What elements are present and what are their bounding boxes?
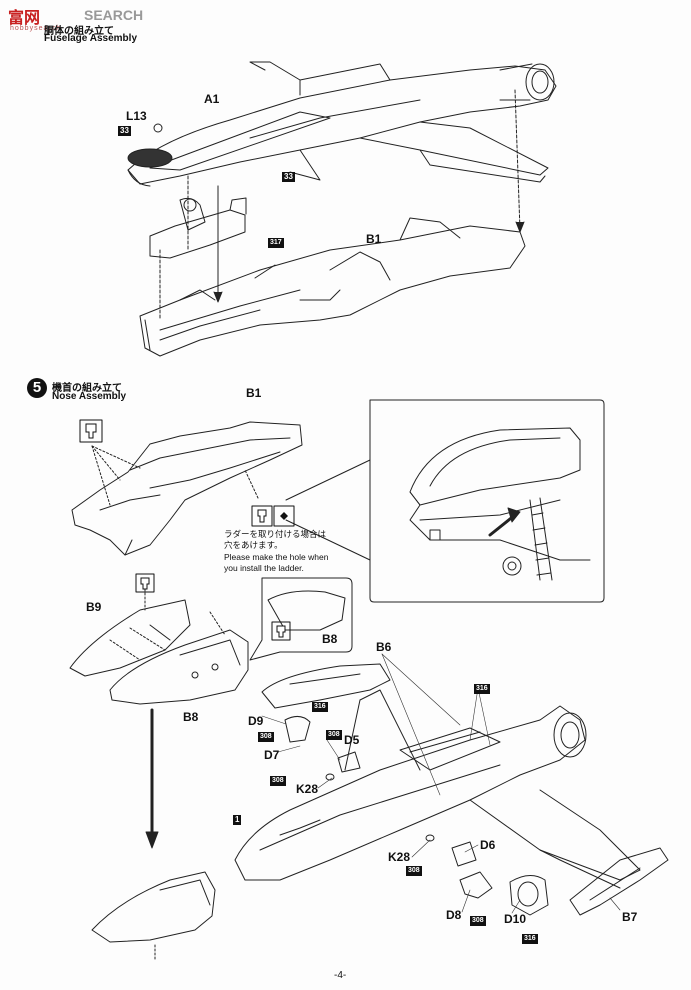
ladder-note: ラダーを取り付ける場合は 穴をあけます。 Please make the hol… bbox=[224, 530, 328, 574]
watermark-logo-text: SEARCH bbox=[84, 7, 144, 23]
fuselage-upper-a1 bbox=[127, 61, 557, 187]
cockpit-tub bbox=[149, 197, 247, 259]
step4-title-en: Fuselage Assembly bbox=[44, 33, 138, 44]
ladder-note-jp-1: ラダーを取り付ける場合は bbox=[224, 530, 327, 540]
ref-tag-316a: 316 bbox=[474, 684, 490, 694]
ref-tag-308c: 308 bbox=[270, 776, 286, 786]
part-label-b6: B6 bbox=[376, 640, 392, 654]
ladder-note-jp-2: 穴をあけます。 bbox=[224, 541, 283, 551]
ref-tag-33a: 33 bbox=[118, 126, 131, 136]
step5-number: 5 bbox=[27, 378, 47, 398]
ref-tag-316b: 316 bbox=[312, 702, 328, 712]
airframe-main-assembly bbox=[234, 663, 669, 916]
ladder-note-en-2: you install the ladder. bbox=[224, 563, 304, 573]
part-label-a1: A1 bbox=[204, 92, 220, 106]
ladder-note-en-1: Please make the hole when bbox=[224, 552, 329, 562]
detail-inset bbox=[285, 399, 605, 603]
ref-tag-308d: 308 bbox=[406, 866, 422, 876]
ref-tag-317: 317 bbox=[268, 238, 284, 248]
part-label-d8: D8 bbox=[446, 908, 462, 922]
part-label-b8-inset: B8 bbox=[322, 632, 338, 646]
step5-title-en: Nose Assembly bbox=[52, 391, 127, 402]
part-label-b1-nose: B1 bbox=[246, 386, 262, 400]
part-label-d5: D5 bbox=[344, 733, 360, 747]
page-number: -4- bbox=[334, 970, 347, 981]
part-label-b1-top: B1 bbox=[366, 232, 382, 246]
step5-title-jp: 機首の組み立て bbox=[52, 383, 122, 394]
ref-tag-308b: 308 bbox=[326, 730, 342, 740]
watermark-logo: 富网 SEARCH hobbysearch bbox=[8, 4, 158, 36]
part-label-d10: D10 bbox=[504, 912, 527, 926]
ref-tag-316c: 316 bbox=[522, 934, 538, 944]
part-label-k28-a: K28 bbox=[296, 782, 319, 796]
ref-tag-308e: 308 bbox=[470, 916, 486, 926]
part-label-d9: D9 bbox=[248, 714, 264, 728]
step4-title-jp: 胴体の組み立て bbox=[44, 26, 114, 37]
nose-cone-b9-b8 bbox=[69, 599, 249, 705]
fuselage-lower-b1 bbox=[139, 217, 526, 357]
ref-tag-1: 1 bbox=[233, 815, 242, 825]
ref-tag-33b: 33 bbox=[282, 172, 295, 182]
part-label-b7: B7 bbox=[622, 910, 638, 924]
drill-icon-group bbox=[79, 419, 295, 641]
assembled-nose-cone bbox=[91, 871, 216, 961]
part-label-d7: D7 bbox=[264, 748, 280, 762]
b8-detail-bubble bbox=[249, 577, 353, 661]
nose-section-b1 bbox=[71, 421, 303, 556]
watermark-sub-text: hobbysearch bbox=[10, 25, 62, 32]
part-label-l13: L13 bbox=[126, 109, 147, 123]
ref-tag-308a: 308 bbox=[258, 732, 274, 742]
part-label-k28-b: K28 bbox=[388, 850, 411, 864]
watermark-logo-mark: 富网 bbox=[8, 8, 41, 27]
part-label-b8: B8 bbox=[183, 710, 199, 724]
part-label-b9: B9 bbox=[86, 600, 102, 614]
part-label-d6: D6 bbox=[480, 838, 496, 852]
